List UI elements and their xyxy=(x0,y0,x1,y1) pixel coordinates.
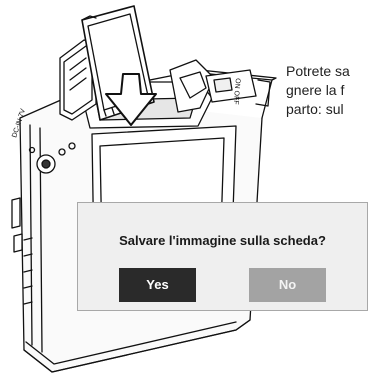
on-off-label: ON OFF xyxy=(232,78,241,105)
instruction-text: Potrete sa gnere la f parto: sul xyxy=(286,62,371,119)
instruction-line-3: parto: sul xyxy=(286,101,344,117)
instruction-line-2: gnere la f xyxy=(286,82,345,98)
save-image-dialog: Salvare l'immagine sulla scheda? Yes No xyxy=(77,202,368,311)
yes-button[interactable]: Yes xyxy=(119,268,196,302)
instruction-line-1: Potrete sa xyxy=(286,63,350,79)
dialog-message: Salvare l'immagine sulla scheda? xyxy=(119,233,326,248)
no-button[interactable]: No xyxy=(249,268,326,302)
